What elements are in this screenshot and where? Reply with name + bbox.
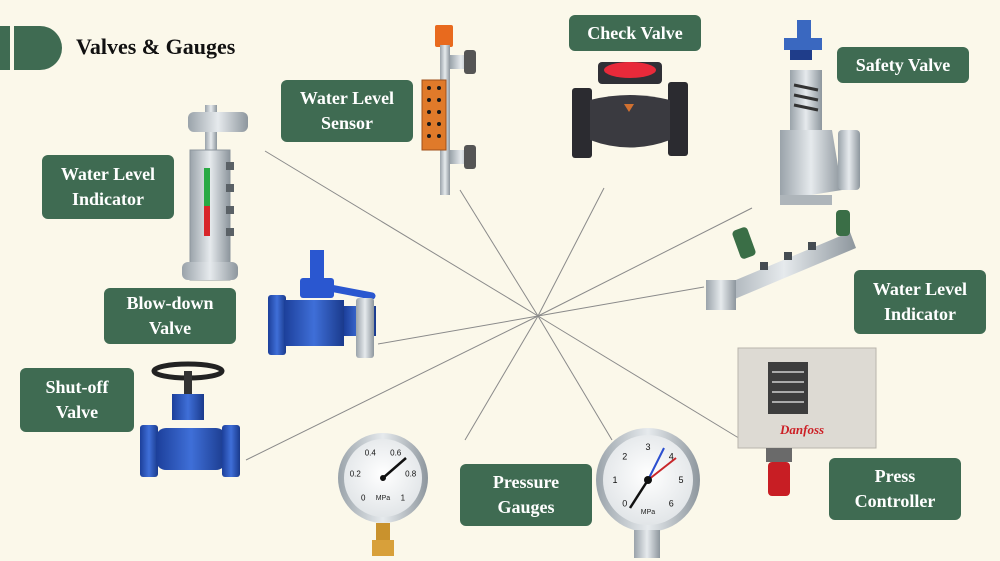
label-line: Check Valve [587,22,683,43]
label-line: Controller [854,491,936,511]
gauge-left-tick-label: 0.8 [405,469,417,478]
gauge-right-unit: MPa [641,509,656,516]
gauge-right-tick-label: 0 [622,498,627,508]
label-line: Valve [55,402,99,422]
label-line: Valve [148,318,192,338]
title-accent-icon [0,26,62,70]
press-controller-image: Danfoss [737,347,877,496]
gauge-right-ticks: 0 1 2 3 4 5 6 [612,442,683,508]
label-line: Press [874,466,916,486]
gauge-left-tick-label: 0.2 [350,469,362,478]
label-line: Water Level [872,279,968,299]
connector-lines [245,150,753,461]
water-level-indicator-right-image [706,210,856,310]
label-safety-valve: Safety Valve [837,47,969,83]
gauge-left-ticks: 0 0.2 0.4 0.6 0.8 1 [350,449,417,503]
label-line: Sensor [320,113,373,133]
gauge-left-unit: MPa [376,495,391,502]
label-line: Water Level [299,88,395,108]
water-level-sensor-image [421,25,476,195]
gauge-right-tick-label: 2 [622,452,627,462]
shut-off-valve-image [140,361,240,477]
page-title: Valves & Gauges [76,34,236,59]
gauge-right-tick-label: 1 [612,475,617,485]
gauge-right-tick-label: 3 [645,442,650,452]
gauge-right-tick-label: 6 [669,498,674,508]
label-line: Blow-down [126,293,214,313]
gauge-left-tick-label: 0.4 [365,449,377,458]
water-level-indicator-left-image [182,105,248,281]
label-line: Water Level [60,164,156,184]
gauge-left-tick-label: 1 [401,494,406,503]
check-valve-image [572,62,688,158]
label-line: Shut-off [45,377,109,397]
label-line: Pressure [492,472,560,492]
controller-brand: Danfoss [779,422,824,437]
label-line: Safety Valve [855,54,951,75]
gauge-left-tick-label: 0.6 [390,449,402,458]
label-line: Indicator [71,189,144,209]
blow-down-valve-image [268,250,376,358]
safety-valve-image [780,20,860,205]
label-line: Indicator [883,304,956,324]
gauge-left-tick-label: 0 [361,494,366,503]
pressure-gauge-right-image: MPa [596,428,700,558]
pressure-gauge-left-image: MPa [338,433,428,556]
gauge-right-tick-label: 5 [678,475,683,485]
gauge-right-tick-label: 4 [669,452,674,462]
label-line: Gauges [497,497,555,517]
label-check-valve: Check Valve [569,15,701,51]
